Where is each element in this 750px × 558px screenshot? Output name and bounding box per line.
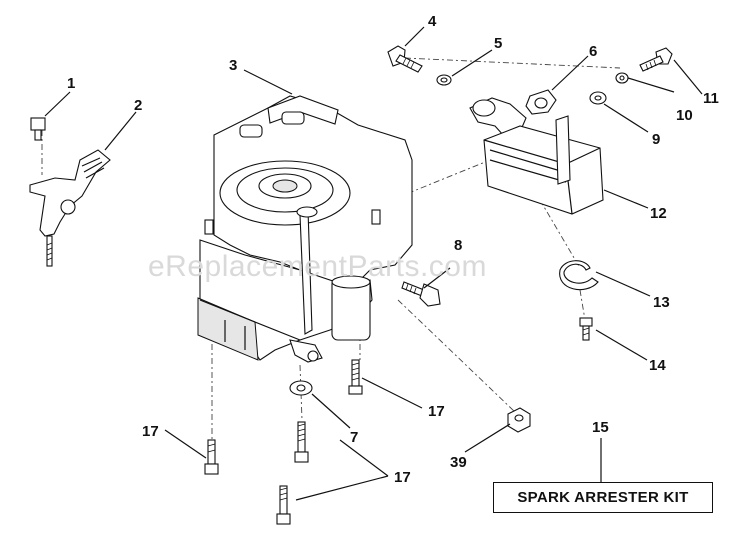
bolt-part-17-middle [294,421,309,463]
callout-5: 5 [494,35,503,52]
gasket-part-6 [525,89,557,115]
callout-3: 3 [229,57,238,74]
callout-13: 13 [653,294,670,311]
muffler-part-12 [469,97,604,215]
callout-17-left: 17 [142,423,159,440]
callout-10: 10 [676,107,693,124]
callout-6: 6 [589,43,598,60]
callout-1: 1 [67,75,76,92]
washer-part-5 [436,74,452,86]
callout-12: 12 [650,205,667,222]
leader-lines [44,26,703,501]
bolt-part-4 [387,45,423,73]
spark-arrester-screen-part-13 [559,260,599,291]
bolt-part-8 [401,281,441,307]
callout-7: 7 [350,429,359,446]
callout-39: 39 [450,454,467,471]
nut-part-39 [507,407,531,433]
callout-11: 11 [703,90,719,107]
lock-washer-part-10 [615,72,629,84]
callout-15: 15 [592,419,609,436]
callout-4: 4 [428,13,437,30]
callout-2: 2 [134,97,143,114]
bolt-part-11 [639,47,673,72]
callout-9: 9 [652,131,661,148]
throttle-bracket-part-2 [29,149,111,267]
callout-8: 8 [454,237,463,254]
callout-17-bottom: 17 [394,469,411,486]
bolt-part-1 [30,117,46,141]
washer-part-9 [589,91,607,105]
engine-part-3 [197,95,413,363]
bolt-part-17-left [204,439,219,475]
bolt-part-17-bottom [276,485,291,525]
callout-14: 14 [649,357,666,374]
callout-17-right: 17 [428,403,445,420]
bolt-part-17-right [348,359,363,395]
screw-part-14 [579,317,593,341]
spark-arrester-kit-label: SPARK ARRESTER KIT [493,482,713,513]
washer-part-7 [289,380,313,396]
watermark-text: eReplacementParts.com [148,250,487,283]
